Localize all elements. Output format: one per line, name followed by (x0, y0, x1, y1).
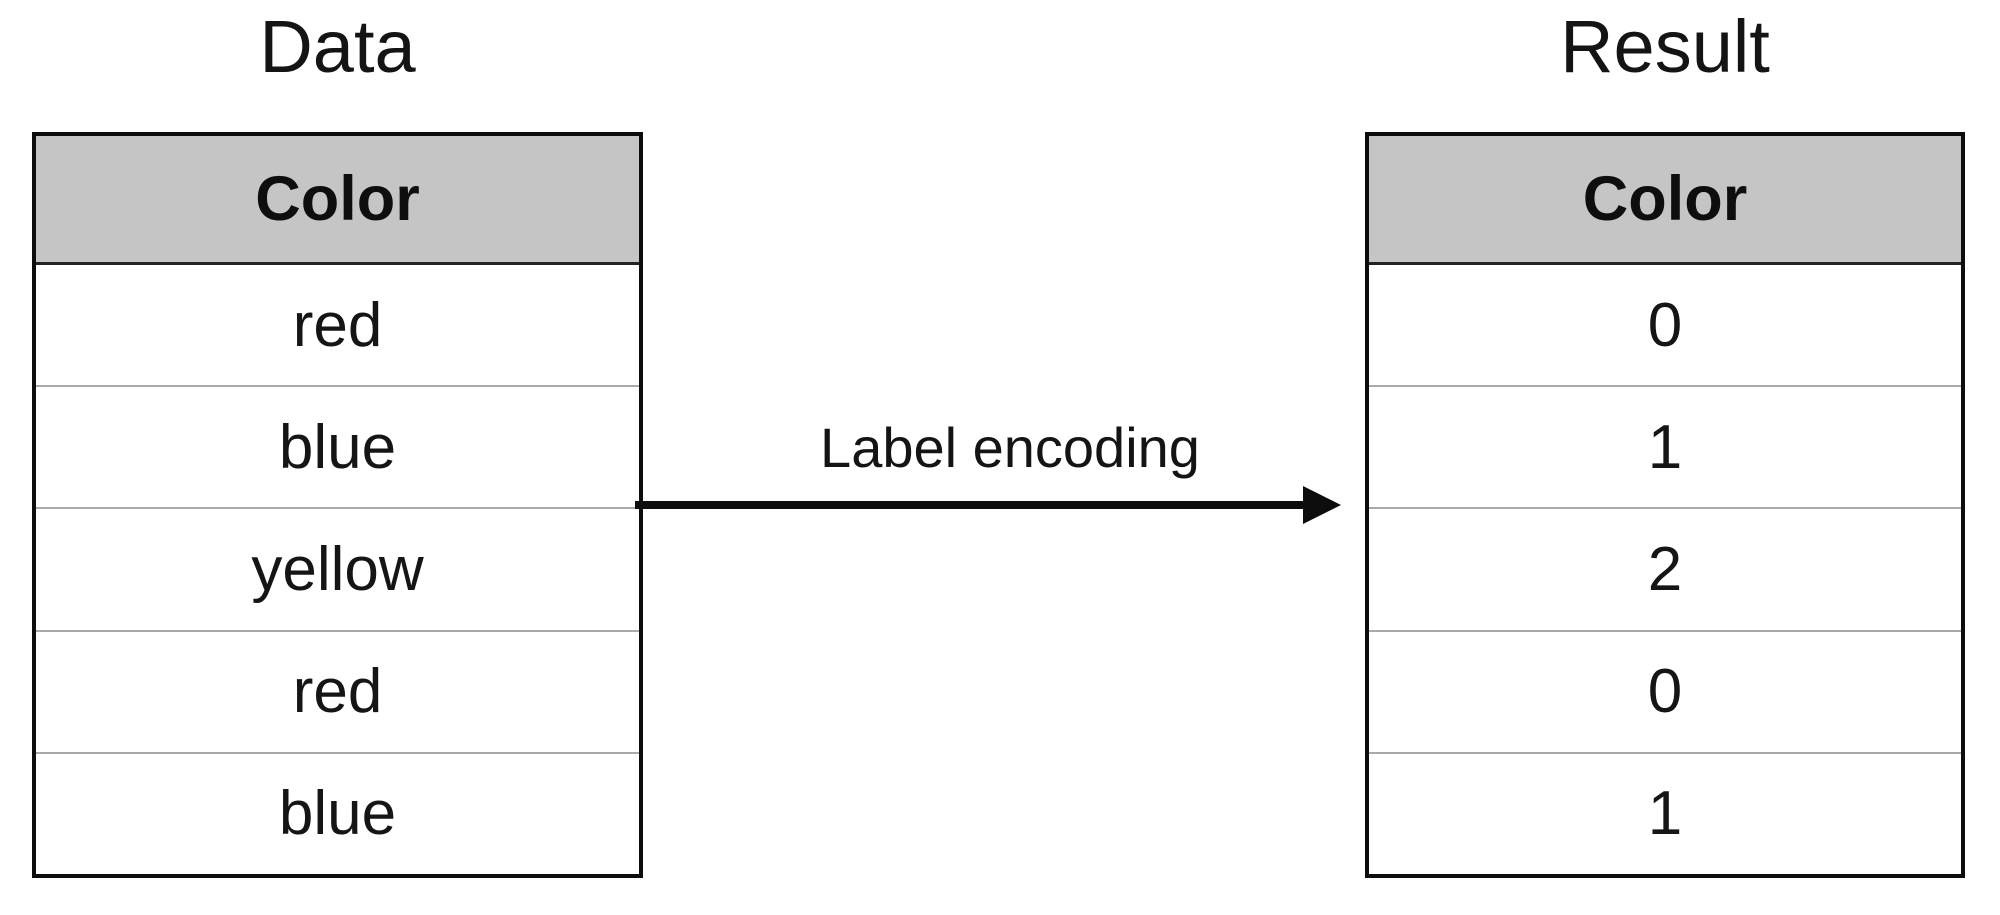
table-row: 1 (1369, 385, 1961, 508)
data-table: Color red blue yellow red blue (32, 132, 643, 878)
table-row: red (36, 629, 639, 752)
arrow-head-icon (1303, 486, 1341, 524)
data-table-header-color: Color (36, 136, 639, 265)
table-row: 0 (1369, 265, 1961, 386)
table-row: 2 (1369, 507, 1961, 630)
result-table-title: Result (1560, 5, 1770, 88)
table-row: red (36, 265, 639, 386)
label-encoding-caption: Label encoding (820, 416, 1200, 479)
table-row: yellow (36, 507, 639, 630)
result-table: Color 0 1 2 0 1 (1365, 132, 1965, 878)
result-table-header-color: Color (1369, 136, 1961, 265)
data-table-title: Data (259, 5, 416, 88)
table-row: 0 (1369, 629, 1961, 752)
table-row: 1 (1369, 751, 1961, 875)
table-row: blue (36, 751, 639, 875)
arrow-shaft (635, 501, 1307, 509)
table-row: blue (36, 385, 639, 508)
